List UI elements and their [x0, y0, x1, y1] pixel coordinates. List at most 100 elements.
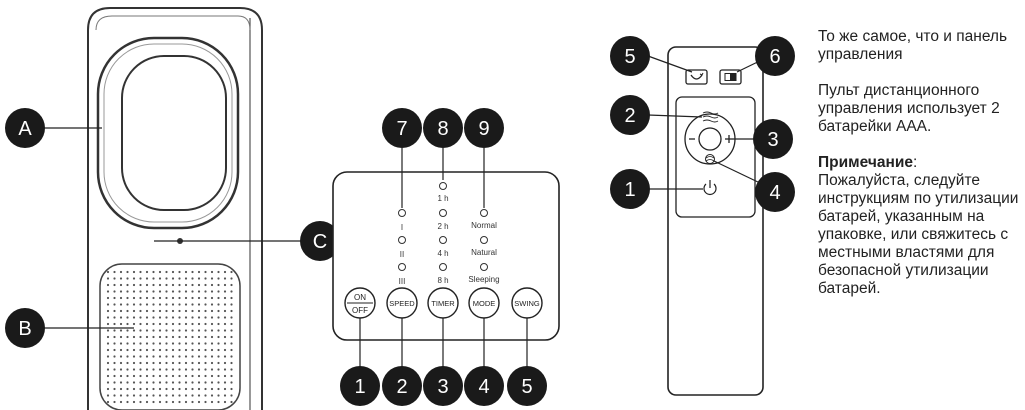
grille-dot [184, 335, 188, 339]
svg-text:B: B [18, 318, 31, 340]
grille-dot [152, 290, 155, 293]
mode-button[interactable]: MODE [468, 287, 500, 319]
device-top-bevel [95, 15, 251, 31]
svg-text:MODE: MODE [473, 299, 496, 308]
remote-leader-4 [713, 160, 761, 184]
grille-dot [139, 361, 142, 365]
remote-power-button[interactable] [703, 180, 717, 195]
grille-dot [145, 387, 149, 391]
device-body [87, 7, 263, 410]
grille-dot [113, 394, 116, 397]
grille-dot [113, 335, 116, 339]
grille-dot [158, 270, 162, 274]
grille-dot [230, 348, 233, 352]
grille-dot [152, 400, 155, 404]
remote-speed-button[interactable] [702, 111, 719, 123]
grille-dot [171, 283, 175, 287]
grille-dot [158, 309, 162, 313]
grille-dot [191, 387, 194, 391]
grille-dot [139, 400, 142, 404]
grille-dot [184, 368, 188, 371]
grille-dot [178, 309, 181, 313]
same-as-panel-text: То же самое, что и панель управления [818, 28, 1008, 63]
grille-dot [197, 335, 201, 339]
grille-dot [132, 361, 136, 365]
grille-dot [158, 374, 162, 378]
remote-center-button[interactable] [698, 127, 722, 151]
grille-dot [158, 387, 162, 391]
grille-dot [184, 381, 188, 384]
grille-dot [230, 355, 233, 358]
mode-indicator-natural: Natural [471, 236, 497, 257]
grille-dot [113, 322, 116, 326]
grille-dot [139, 355, 142, 358]
timer-button[interactable]: TIMER [427, 287, 459, 319]
grille-dot [119, 361, 123, 365]
svg-text:C: C [313, 231, 327, 253]
remote-swing-button[interactable] [685, 69, 708, 85]
remote-plus-button[interactable] [725, 135, 733, 143]
swing-button[interactable]: SWING [511, 287, 543, 319]
remote-control-block [675, 96, 756, 218]
grille-dot [145, 381, 149, 384]
grille-dot [184, 348, 188, 352]
grille-dot [113, 361, 116, 365]
grille-dot [230, 394, 233, 397]
grille-dot [204, 277, 207, 280]
grille-dot [132, 283, 136, 287]
grille-dot [119, 270, 123, 274]
grille-dot [191, 296, 194, 300]
grille-dot [126, 394, 129, 397]
notes-panel: То же самое, что и панель управления Пул… [818, 28, 1023, 298]
grille-dot [223, 329, 227, 332]
grille-dot [132, 348, 136, 352]
grille-dot [171, 342, 175, 345]
grille-dot [126, 361, 129, 365]
grille-dot [191, 342, 194, 345]
grille-dot [165, 400, 168, 404]
grille-dot [152, 368, 155, 371]
grille-dot [217, 387, 220, 391]
grille-dot [126, 303, 129, 306]
grille-dot [223, 335, 227, 339]
svg-text:5: 5 [521, 376, 532, 398]
grille-dot [113, 329, 116, 332]
grille-dot [184, 322, 188, 326]
grille-dot [119, 342, 123, 345]
grille-dot [113, 303, 116, 306]
grille-dot [158, 355, 162, 358]
grille-dot [171, 277, 175, 280]
remote-display-button[interactable] [719, 69, 742, 85]
grille-dot [145, 290, 149, 293]
grille-dot [106, 394, 110, 397]
grille-dot [126, 374, 129, 378]
remote-marker-3: 3 [753, 119, 793, 159]
svg-text:SPEED: SPEED [389, 299, 415, 308]
grille-dot [210, 348, 214, 352]
grille-dot [171, 394, 175, 397]
speed-button[interactable]: SPEED [386, 287, 418, 319]
grille-dot [152, 296, 155, 300]
grille-dot [152, 342, 155, 345]
grille-dot [178, 270, 181, 274]
grille-dot [139, 270, 142, 274]
grille-dot [126, 296, 129, 300]
speed-indicator-1: I [398, 209, 406, 232]
grille-dot [217, 329, 220, 332]
remote-mode-button[interactable] [705, 154, 715, 164]
grille-dot [204, 322, 207, 326]
grille-dot [191, 309, 194, 313]
on-off-button[interactable]: ON OFF [344, 287, 376, 319]
grille-dot [197, 348, 201, 352]
grille-dot [158, 335, 162, 339]
marker-7: 7 [382, 108, 422, 148]
grille-dot [132, 309, 136, 313]
grille-dot [204, 368, 207, 371]
grille-dot [113, 309, 116, 313]
grille-dot [106, 316, 110, 319]
grille-dot [191, 283, 194, 287]
grille-dot [145, 270, 149, 274]
grille-dot [217, 303, 220, 306]
timer-indicator-2h: 2 h [437, 209, 449, 231]
grille-dot [132, 290, 136, 293]
